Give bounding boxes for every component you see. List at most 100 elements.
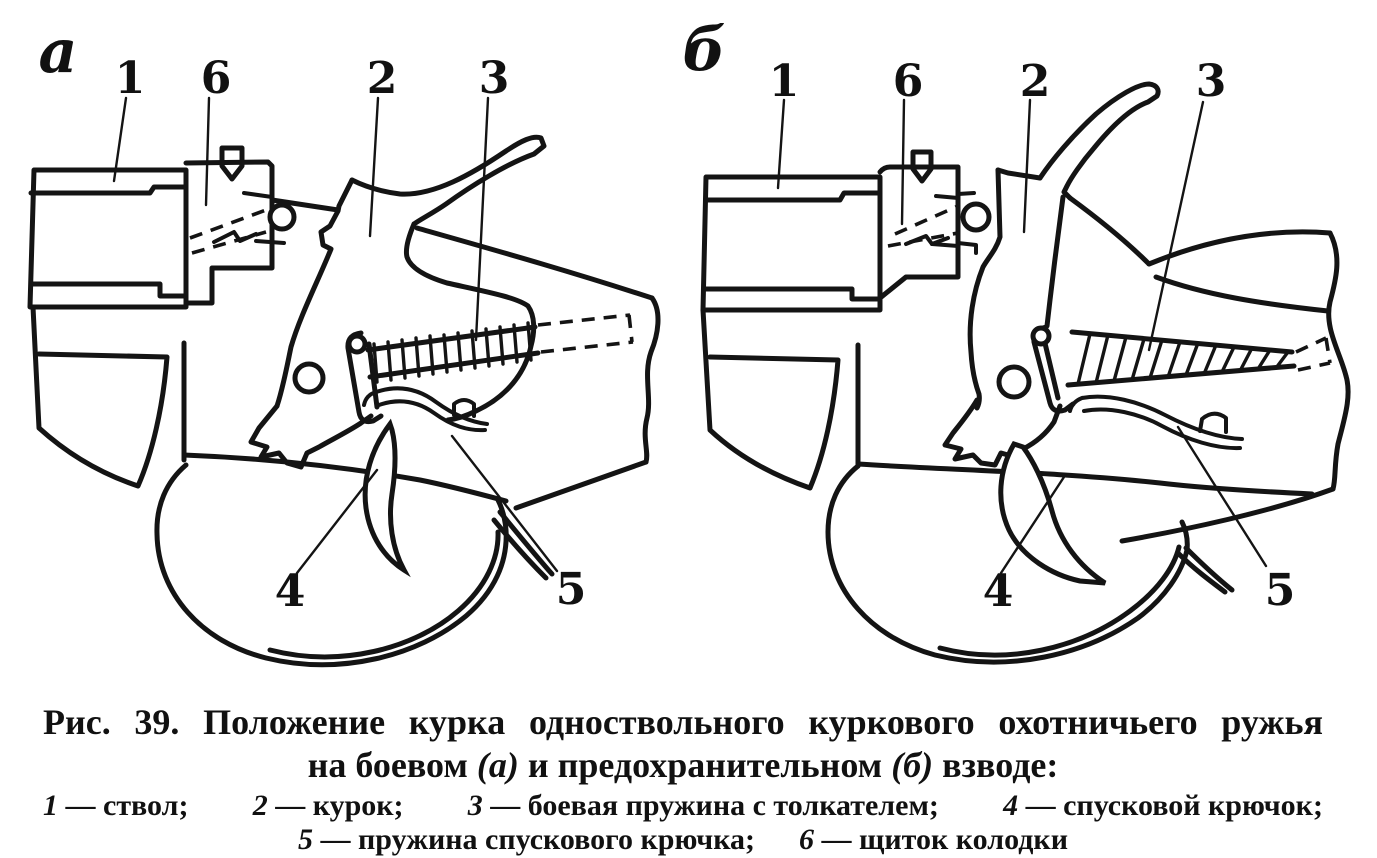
forend-b [700, 307, 841, 491]
stock-comb-a [414, 225, 655, 301]
sear-notches-b [942, 397, 1063, 468]
legend-item-6: 6 — щиток колодки [799, 824, 1068, 856]
forend-a [30, 304, 170, 489]
legend-item-4: 4 — спусковой крючок; [1003, 788, 1323, 824]
shield-tab-a [219, 145, 245, 182]
part-label-1-a: 1 [115, 53, 146, 104]
leader-line-5-b [1176, 425, 1268, 568]
trigger-guard-tail-b [1176, 545, 1235, 595]
hammer-pivot-hole-b [996, 364, 1032, 400]
part-label-4-b: 4 [983, 566, 1014, 617]
breech-shield-a [183, 159, 275, 306]
trigger-spring-b [1068, 394, 1244, 451]
shield-tab-b [910, 149, 934, 184]
barrel-inner-bottom-b [703, 286, 883, 302]
barrel-inner-top-b [703, 190, 883, 203]
mainspring-coils-a [372, 321, 533, 384]
part-label-4-a: 4 [275, 566, 306, 617]
sear-notches-a [248, 403, 374, 470]
trigger-guard-inner-b [937, 544, 1182, 658]
hammer-rear-a [403, 221, 537, 423]
caption-line2-text: взводе: [933, 745, 1059, 785]
firing-pin-a [267, 202, 297, 232]
leader-line-2-b [1022, 98, 1032, 234]
leader-line-6-b [900, 98, 906, 226]
legend-num: 3 [467, 789, 483, 822]
legend-text: — пружина спускового крючка; [313, 823, 756, 856]
hammer-front-b [967, 167, 1003, 411]
frame-step-b [956, 191, 978, 255]
hammer-top-b [995, 167, 1043, 181]
breech-shield-inner-a [242, 191, 286, 245]
barrel-b [700, 174, 883, 313]
part-label-6-a: 6 [201, 53, 232, 104]
frame-top-line-a [269, 197, 341, 213]
legend-item-3: 3 — боевая пружина с толкателем; [468, 788, 939, 824]
trigger-guard-a [154, 462, 509, 668]
legend-row-1: 1 — ствол; 2 — курок; 3 — боевая пружина… [43, 788, 1323, 824]
leader-line-2-a [368, 96, 380, 238]
stock-torn-edge-b [1326, 230, 1351, 492]
legend-num: 4 [1003, 789, 1019, 822]
caption-line2-letter-b: (б) [891, 745, 934, 785]
panel-a: а 1 6 2 3 4 5 [27, 17, 661, 668]
barrel-inner-bottom-a [28, 281, 189, 299]
pusher-rod-dashed-b [1295, 336, 1332, 372]
firing-pin-b [960, 201, 992, 233]
pin-channel-chevron-b [904, 234, 950, 246]
stock-bottom-b [1119, 486, 1336, 544]
barrel-a [27, 167, 189, 310]
breech-shield-b [877, 164, 961, 301]
leader-line-6-a [204, 96, 211, 207]
legend-num: 6 [799, 823, 815, 856]
legend-num: 2 [252, 789, 268, 822]
trigger-guard-inner-a [267, 529, 501, 660]
panel-b: б 1 6 2 3 4 5 [682, 15, 1351, 665]
legend-text: — боевая пружина с толкателем; [482, 789, 939, 822]
part-label-6-b: 6 [893, 56, 924, 107]
pin-channel-chevron-a [212, 230, 258, 244]
pin-channel-dashed-a [189, 208, 267, 255]
part-label-3-a: 3 [479, 53, 510, 104]
hammer-spur-a [349, 134, 547, 227]
trigger-spring-a [362, 386, 489, 433]
legend-item-2: 2 — курок; [253, 788, 404, 824]
legend-row-2: 5 — пружина спускового крючка; 6 — щиток… [43, 824, 1323, 856]
figure-drawing: а 1 6 2 3 4 5 [27, 15, 1351, 668]
legend-num: 5 [298, 823, 314, 856]
caption-line2-text: и предохранительном [518, 745, 892, 785]
leader-line-5-a [450, 434, 559, 573]
spring-yoke-pin-a [346, 333, 368, 355]
mainspring-band-a [365, 324, 541, 380]
stock-recess-line-b [1153, 274, 1331, 314]
legend-item-1: 1 — ствол; [43, 788, 188, 824]
pusher-rod-dashed-a [537, 313, 634, 354]
hammer-front-a [274, 177, 355, 409]
figure-caption: Рис. 39. Положение курка одноствольного … [43, 700, 1323, 856]
caption-title-line1: Рис. 39. Положение курка одноствольного … [43, 702, 1323, 742]
legend-text: — курок; [267, 789, 404, 822]
caption-title-line2: на боевом (а) и предохранительном (б) вз… [43, 744, 1323, 786]
leader-line-1-b [776, 98, 786, 190]
part-label-5-a: 5 [556, 564, 587, 615]
legend-text: — щиток колодки [814, 823, 1068, 856]
trigger-a [362, 418, 411, 578]
legend-item-5: 5 — пружина спускового крючка; [298, 824, 755, 856]
panel-letter-a: а [39, 17, 78, 87]
leader-line-3-b [1147, 100, 1205, 352]
part-label-5-b: 5 [1265, 565, 1296, 616]
legend-text: — спусковой крючок; [1018, 789, 1323, 822]
stock-torn-edge-a [642, 295, 661, 465]
spring-yoke-pin-b [1030, 325, 1052, 347]
caption-line2-text: на боевом [307, 745, 477, 785]
hammer-spur-b [1037, 81, 1161, 201]
recess-upper-line-b [1067, 195, 1152, 267]
mainspring-coils-b [1076, 332, 1290, 386]
stock-belly-a [181, 452, 509, 504]
pin-channel-dashed-b [887, 204, 959, 248]
part-label-1-b: 1 [769, 56, 800, 107]
trigger-b [998, 440, 1107, 586]
hammer-pivot-hole-a [292, 361, 326, 395]
legend-text: — ствол; [58, 789, 189, 822]
leader-line-4-a [295, 468, 379, 575]
